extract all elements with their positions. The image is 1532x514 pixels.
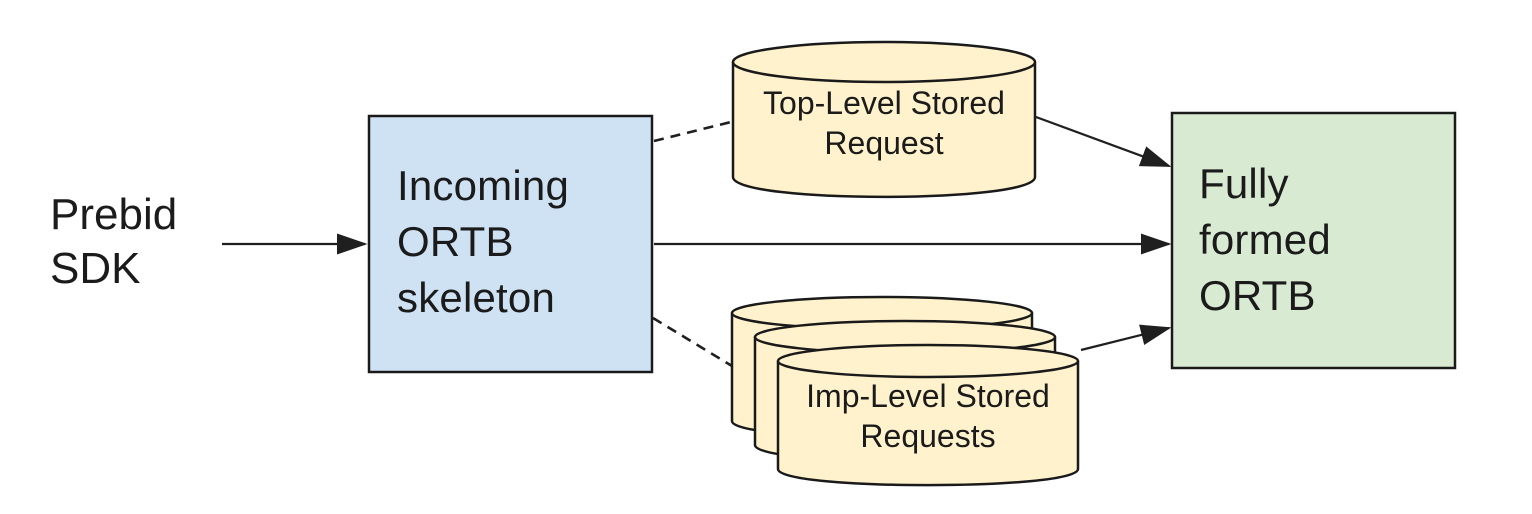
incoming-ortb-skeleton-box: [367, 114, 654, 374]
fully-formed-ortb-label: Fully formed ORTB: [1199, 160, 1331, 319]
cylinder-body: [776, 361, 1080, 487]
cylinder-top: [731, 40, 1037, 84]
edge-imp-stored-to-fully-arrow: [1080, 324, 1172, 352]
imp-level-stored-requests-label: Imp-Level Stored Requests: [806, 378, 1050, 454]
cylinder-body: [731, 62, 1037, 199]
top-level-stored-request-cylinder: [731, 40, 1037, 199]
edge-incoming-to-imp-stored-dashed: [652, 316, 733, 368]
imp-level-stored-requests-cylinder-stack: [730, 295, 1080, 487]
fully-formed-ortb-box: [1170, 111, 1457, 370]
top-level-stored-request-label: Top-Level Stored Request: [763, 85, 1005, 161]
incoming-ortb-skeleton-label: Incoming ORTB skeleton: [397, 162, 570, 321]
prebid-sdk-label: Prebid SDK: [50, 190, 178, 293]
stored-request-cylinder-front: [776, 343, 1080, 487]
edge-incoming-to-top-stored-dashed: [653, 120, 732, 143]
cylinder-top: [776, 343, 1080, 379]
edge-top-stored-to-fully-arrow: [1035, 115, 1172, 168]
